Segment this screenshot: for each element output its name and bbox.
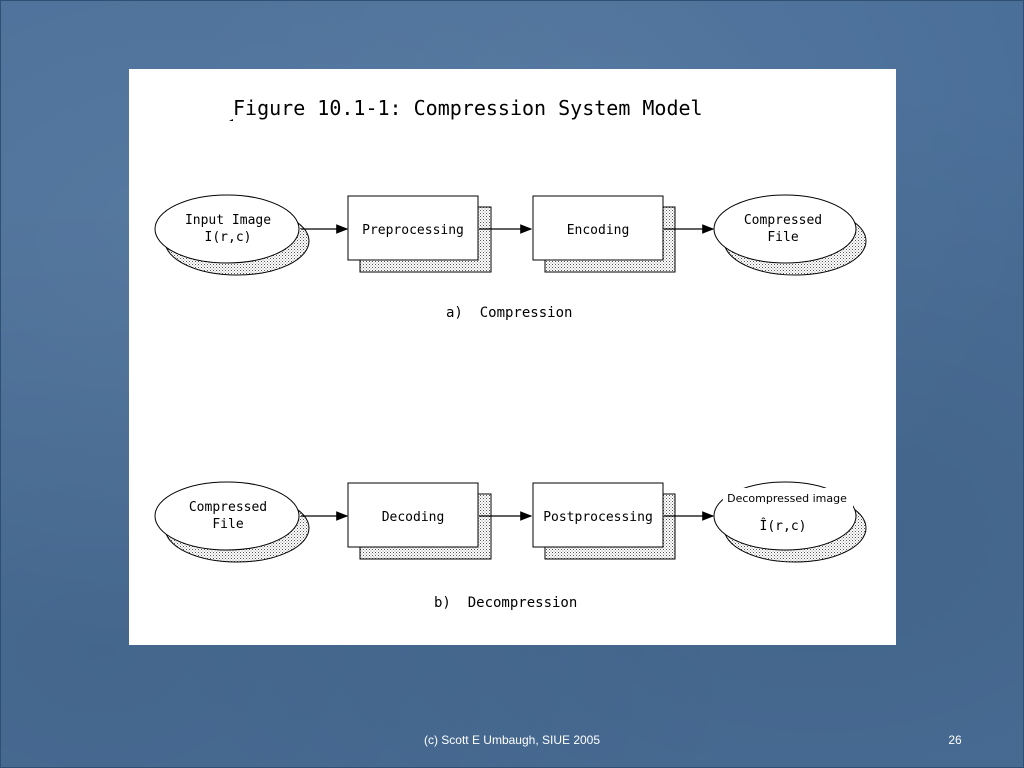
input-image-node: Input Image I(r,c) xyxy=(154,194,310,276)
input-image-symbol: I(r,c) xyxy=(205,230,252,245)
compression-row: Input Image I(r,c) Preprocessing Encodin… xyxy=(154,194,867,321)
compressed-file-output-label-line2: File xyxy=(767,230,798,245)
input-image-label: Input Image xyxy=(185,213,271,228)
compressed-file-output-label-line1: Compressed xyxy=(744,213,822,228)
encoding-block: Encoding xyxy=(532,195,676,273)
decompressed-image-node: Decompressed image Î(r,c) xyxy=(713,481,867,563)
compressed-file-input-label-line2: File xyxy=(212,517,243,532)
compressed-file-input-node: Compressed File xyxy=(154,481,310,563)
decompressed-image-symbol: Î(r,c) xyxy=(760,518,807,534)
compression-caption: a) Compression xyxy=(446,305,572,321)
compressed-file-input-label-line1: Compressed xyxy=(189,500,267,515)
figure-title: Figure 10.1-1: Compression System Model xyxy=(233,96,703,120)
footer-copyright: (c) Scott E Umbaugh, SIUE 2005 xyxy=(423,733,601,747)
postprocessing-label: Postprocessing xyxy=(543,510,653,525)
page-number: 26 xyxy=(948,733,962,747)
preprocessing-label: Preprocessing xyxy=(362,223,464,238)
decompressed-image-label: Decompressed image xyxy=(727,492,847,505)
decompression-caption: b) Decompression xyxy=(434,595,577,611)
decompression-row: Compressed File Decoding Postprocessing xyxy=(154,481,867,611)
encoding-label: Encoding xyxy=(567,223,630,238)
preprocessing-block: Preprocessing xyxy=(347,195,492,273)
decoding-label: Decoding xyxy=(382,510,445,525)
compressed-file-output-node: Compressed File xyxy=(713,194,867,276)
compression-system-diagram: Figure 10.1-1: Compression System Model … xyxy=(154,96,867,611)
postprocessing-block: Postprocessing xyxy=(532,482,676,560)
decoding-block: Decoding xyxy=(347,482,492,560)
figure-panel: Figure 10.1-1: Compression System Model … xyxy=(129,69,896,645)
